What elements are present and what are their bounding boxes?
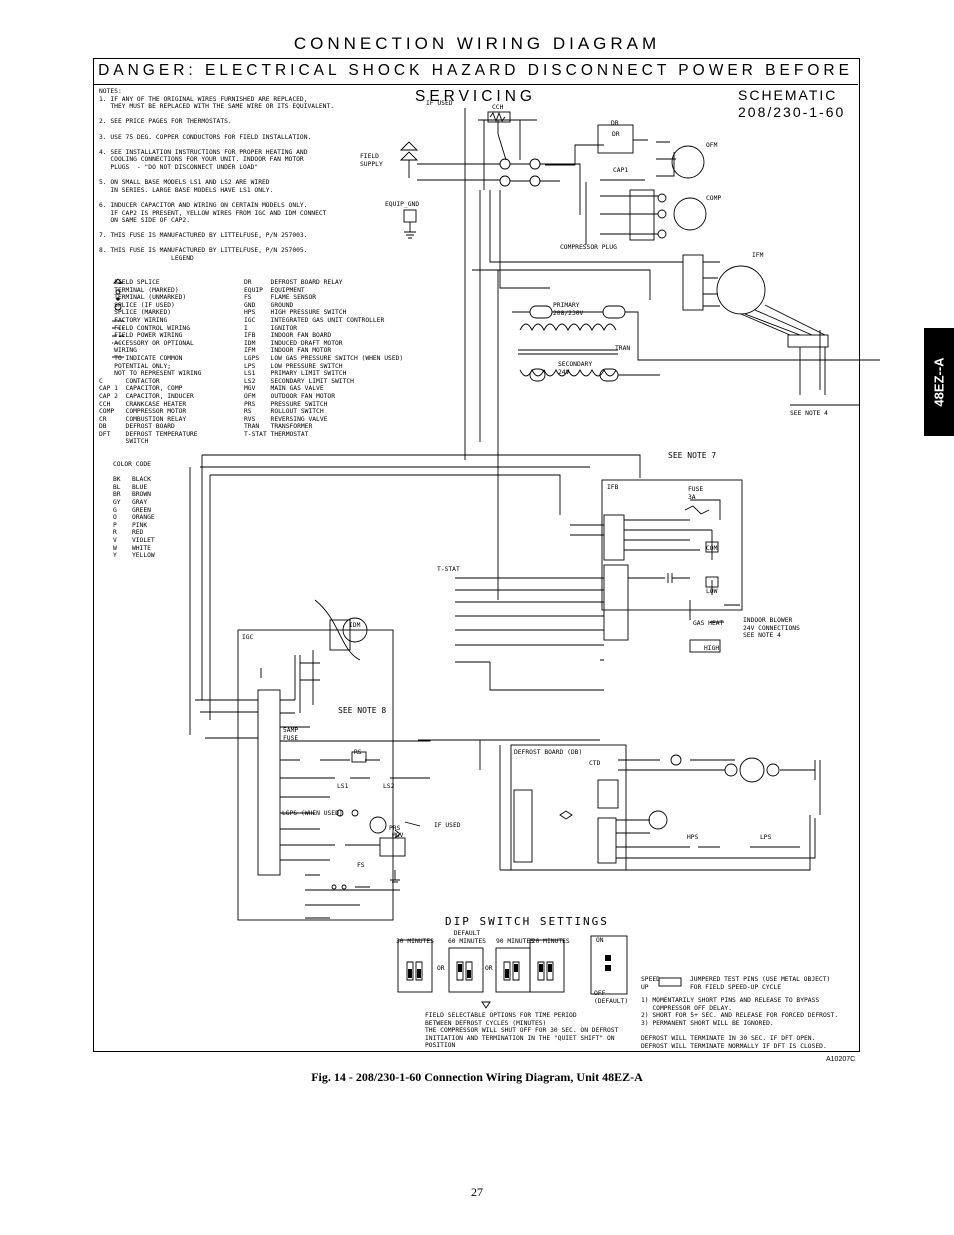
if-used-label: IF USED <box>426 100 453 107</box>
idm-label: IDM <box>349 622 361 629</box>
cch-label: CCH <box>492 104 504 111</box>
see-note-4-label: SEE NOTE 4 <box>790 410 828 417</box>
low-label: LOW <box>706 588 718 595</box>
prs-label: PRS <box>389 825 401 832</box>
indoor-blower-label: INDOOR BLOWER 24V CONNECTIONS SEE NOTE 4 <box>743 617 800 640</box>
figure-caption: Fig. 14 - 208/230-1-60 Connection Wiring… <box>311 1070 643 1084</box>
dip-switch-title: DIP SWITCH SETTINGS <box>445 915 609 928</box>
color-code: COLOR CODE BK BLACK BL BLUE BR BROWN GY … <box>113 461 155 560</box>
ctd-label: CTD <box>589 760 601 767</box>
ls2-label: LS2 <box>383 783 395 790</box>
fuse-5amp-label: 5AMP FUSE <box>283 727 299 742</box>
ofm-label: OFM <box>706 142 718 149</box>
ifm-label: IFM <box>752 252 764 259</box>
igc-label: IGC <box>242 634 254 641</box>
dip-30-label: 30 MINUTES <box>396 938 434 945</box>
gas-heat-label: GAS HEAT <box>693 620 724 627</box>
legend-right: DR DEFROST BOARD RELAY EQUIP EQUIPMENT F… <box>244 279 404 438</box>
dip-90-label: 90 MINUTES <box>496 938 534 945</box>
hps-label: HPS <box>687 834 699 841</box>
dip-120-label: 120 MINUTES <box>528 938 570 945</box>
speed-up-label: SPEED UP <box>641 976 660 991</box>
jumpered-label: JUMPERED TEST PINS (USE METAL OBJECT) FO… <box>690 976 831 991</box>
see-note-7-label: SEE NOTE 7 <box>668 451 717 460</box>
schematic-label: SCHEMATIC 208/230-1-60 <box>738 87 846 120</box>
section-tab <box>924 328 954 436</box>
dr-label: DR <box>612 131 620 138</box>
or-label-1: OR <box>437 965 445 972</box>
notes-block: NOTES: 1. IF ANY OF THE ORIGINAL WIRES F… <box>99 88 335 263</box>
dip-field-options: FIELD SELECTABLE OPTIONS FOR TIME PERIOD… <box>425 1012 619 1050</box>
secondary-label: SECONDARY 24V <box>558 361 593 376</box>
lgps-label: LGPS (WHEN USED) <box>282 810 343 817</box>
danger-banner: DANGER: ELECTRICAL SHOCK HAZARD DISCONNE… <box>93 58 858 105</box>
dip-notes: 1) MOMENTARILY SHORT PINS AND RELEASE TO… <box>641 997 839 1050</box>
figure-code: A10207C <box>826 1056 856 1063</box>
fuse-3a-label: FUSE 3A <box>688 486 704 501</box>
if-used-2-label: IF USED <box>434 822 461 829</box>
ifb-label: IFB <box>607 484 619 491</box>
dip-off-label: OFF (DEFAULT) <box>594 990 629 1005</box>
lps-label: LPS <box>760 834 772 841</box>
see-note-8-label: SEE NOTE 8 <box>338 706 387 715</box>
diagram-title: CONNECTION WIRING DIAGRAM <box>293 34 661 53</box>
or-label-2: OR <box>485 965 493 972</box>
fs-label: FS <box>357 862 365 869</box>
dip-60-label: DEFAULT 60 MINUTES <box>448 930 486 945</box>
section-tab-label: 48EZ--A <box>931 357 947 407</box>
rs-label: RS <box>354 749 362 756</box>
ls1-label: LS1 <box>337 783 349 790</box>
high-label: HIGH <box>704 645 720 652</box>
cap1-label: CAP1 <box>613 167 629 174</box>
field-supply-label: FIELD SUPPLY <box>360 153 383 168</box>
primary-label: PRIMARY 208/230V <box>553 302 584 317</box>
tstat-label: T-STAT <box>437 566 460 573</box>
page-number: 27 <box>471 1185 483 1199</box>
compressor-plug-label: COMPRESSOR PLUG <box>560 244 617 251</box>
comp-label: COMP <box>706 195 722 202</box>
tran-label: TRAN <box>615 345 631 352</box>
equip-gnd-label: EQUIP_GND <box>385 201 420 208</box>
dip-on-label: ON <box>596 937 604 944</box>
db-label: DB <box>611 120 619 127</box>
mgv-label: MGV <box>392 832 404 839</box>
diagram-frame <box>93 58 860 1052</box>
com-label: COM <box>706 545 718 552</box>
defrost-board-label: DEFROST BOARD (DB) <box>514 749 583 756</box>
